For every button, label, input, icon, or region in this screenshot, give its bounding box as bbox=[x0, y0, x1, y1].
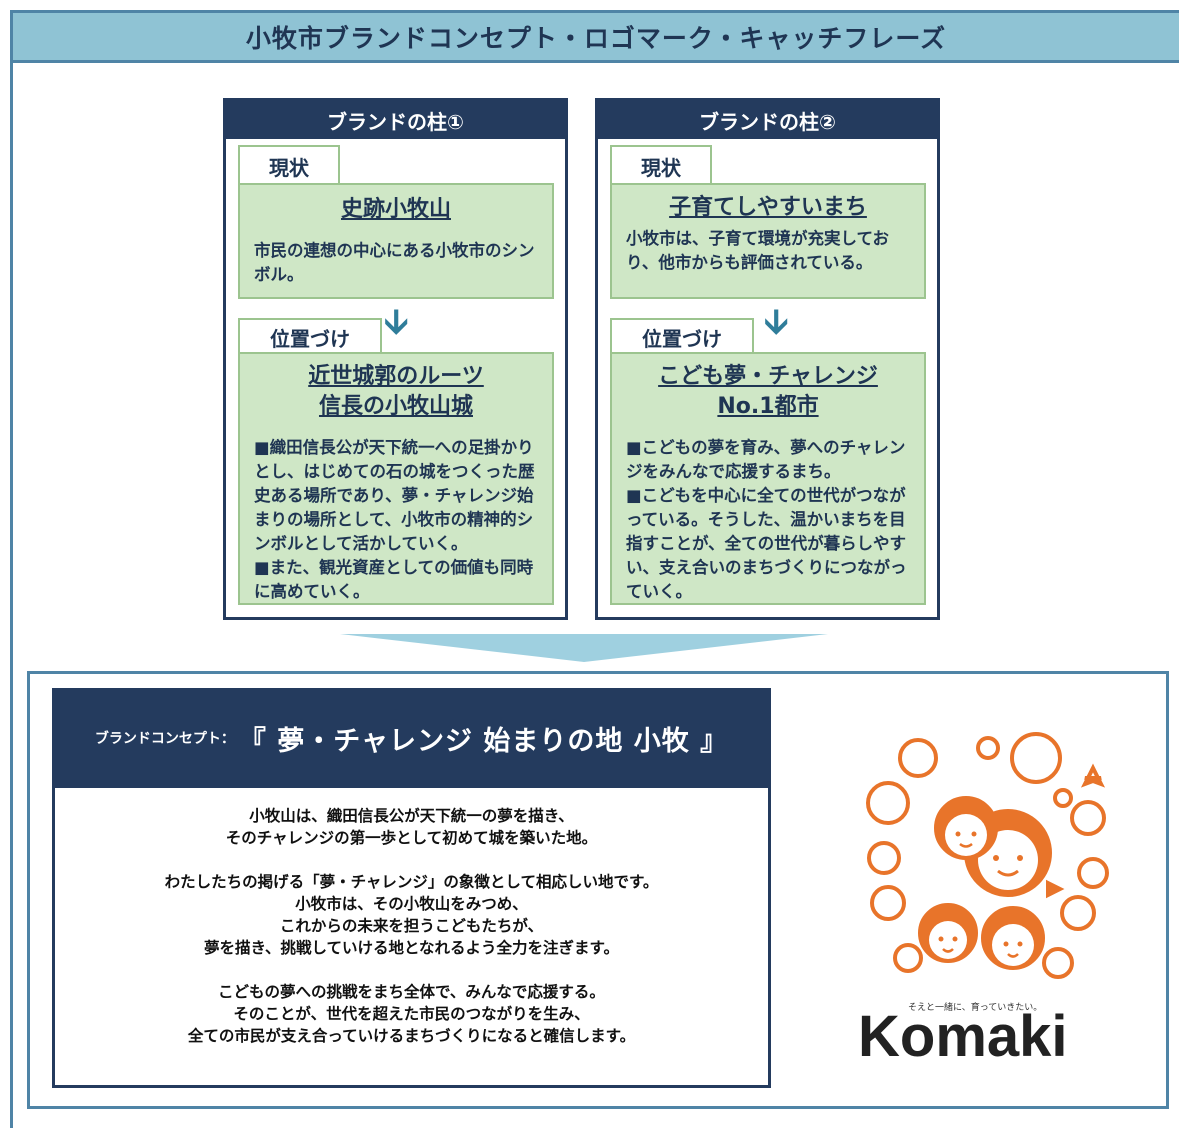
pillar-2-position-head-1: こども夢・チャレンジ bbox=[658, 364, 878, 389]
pillar-2-bullet-2: ■こどもを中心に全ての世代がつながっている。そうした、温かいまちを目指すことが、… bbox=[626, 486, 907, 601]
logo-wordmark: Komaki bbox=[858, 1004, 1068, 1068]
pillar-1-current-box: 史跡小牧山 市民の連想の中心にある小牧市のシンボル。 bbox=[238, 183, 554, 299]
concept-title: 『 夢・チャレンジ 始まりの地 小牧 』 bbox=[238, 725, 729, 757]
pillar-2-position-head-2: No.1都市 bbox=[717, 394, 819, 419]
pillar-2-position-box: こども夢・チャレンジ No.1都市 ■こどもの夢を育み、夢へのチャレンジをみんな… bbox=[610, 352, 926, 605]
pillar-1-position-tag: 位置づけ bbox=[238, 318, 382, 354]
pillar-2-title: ブランドの柱② bbox=[598, 101, 937, 139]
logo-tagline: そえと一緒に、育っていきたい。 bbox=[908, 1001, 1042, 1012]
concept-body: 小牧山は、織田信長公が天下統一の夢を描き、 そのチャレンジの第一歩として初めて城… bbox=[52, 788, 771, 1088]
pillar-1-position-box: 近世城郭のルーツ 信長の小牧山城 ■織田信長公が天下統一への足掛かりとし、はじめ… bbox=[238, 352, 554, 605]
concept-text: これからの未来を担うこどもたちが、 bbox=[279, 917, 544, 935]
down-arrow-icon: 🡫 bbox=[764, 302, 789, 342]
pillar-1-current-head: 史跡小牧山 bbox=[340, 197, 451, 222]
concept-text: 夢を描き、挑戦していける地となれるよう全力を注ぎます。 bbox=[204, 939, 619, 957]
pillar-2-bullet-1: ■こどもの夢を育み、夢へのチャレンジをみんなで応援するまち。 bbox=[626, 438, 906, 481]
down-arrow-icon: 🡫 bbox=[384, 302, 409, 342]
pillar-1-current-tag: 現状 bbox=[238, 145, 340, 185]
pillar-1-title: ブランドの柱① bbox=[226, 101, 565, 139]
pillar-2-current-head: 子育てしやすいまち bbox=[669, 195, 867, 220]
page-title: 小牧市ブランドコンセプト・ロゴマーク・キャッチフレーズ bbox=[13, 13, 1179, 63]
pillar-1-position-head-2: 信長の小牧山城 bbox=[318, 394, 473, 419]
concept-text: こどもの夢への挑戦をまち全体で、みんなで応援する。 bbox=[218, 983, 605, 1001]
concept-text: 小牧市は、その小牧山をみつめ、 bbox=[295, 895, 528, 913]
pillar-1-bullet-2: ■また、観光資産としての価値も同時に高めていく。 bbox=[254, 558, 534, 601]
pillar-2-position-tag: 位置づけ bbox=[610, 318, 754, 354]
pillar-1-bullet-1: ■織田信長公が天下統一への足掛かりとし、はじめての石の城をつくった歴史ある場所で… bbox=[254, 438, 535, 553]
concept-text: そのチャレンジの第一歩として初めて城を築いた地。 bbox=[225, 829, 598, 847]
concept-text: 小牧山は、織田信長公が天下統一の夢を描き、 bbox=[249, 807, 574, 825]
komaki-logo: そえと一緒に、育っていきたい。 Komaki bbox=[858, 732, 1109, 1068]
page-frame bbox=[10, 10, 1179, 1128]
pillar-2-current-box: 子育てしやすいまち 小牧市は、子育て環境が充実しており、他市からも評価されている… bbox=[610, 183, 926, 299]
concept-text: わたしたちの掲げる「夢・チャレンジ」の象徴として相応しい地です。 bbox=[164, 873, 659, 891]
concept-text: そのことが、世代を超えた市民のつながりを生み、 bbox=[233, 1005, 590, 1023]
pillar-1-position-head-1: 近世城郭のルーツ bbox=[308, 364, 484, 389]
concept-header: ブランドコンセプト： 『 夢・チャレンジ 始まりの地 小牧 』 bbox=[52, 688, 771, 788]
funnel-arrow-icon bbox=[340, 634, 828, 662]
pillar-1-current-body: 市民の連想の中心にある小牧市のシンボル。 bbox=[254, 241, 535, 284]
concept-text: 全ての市民が支え合っていけるまちづくりになると確信します。 bbox=[187, 1027, 636, 1045]
pillar-2-current-tag: 現状 bbox=[610, 145, 712, 185]
pillar-2-current-body: 小牧市は、子育て環境が充実しており、他市からも評価されている。 bbox=[626, 229, 890, 272]
concept-label: ブランドコンセプト： bbox=[94, 731, 235, 747]
